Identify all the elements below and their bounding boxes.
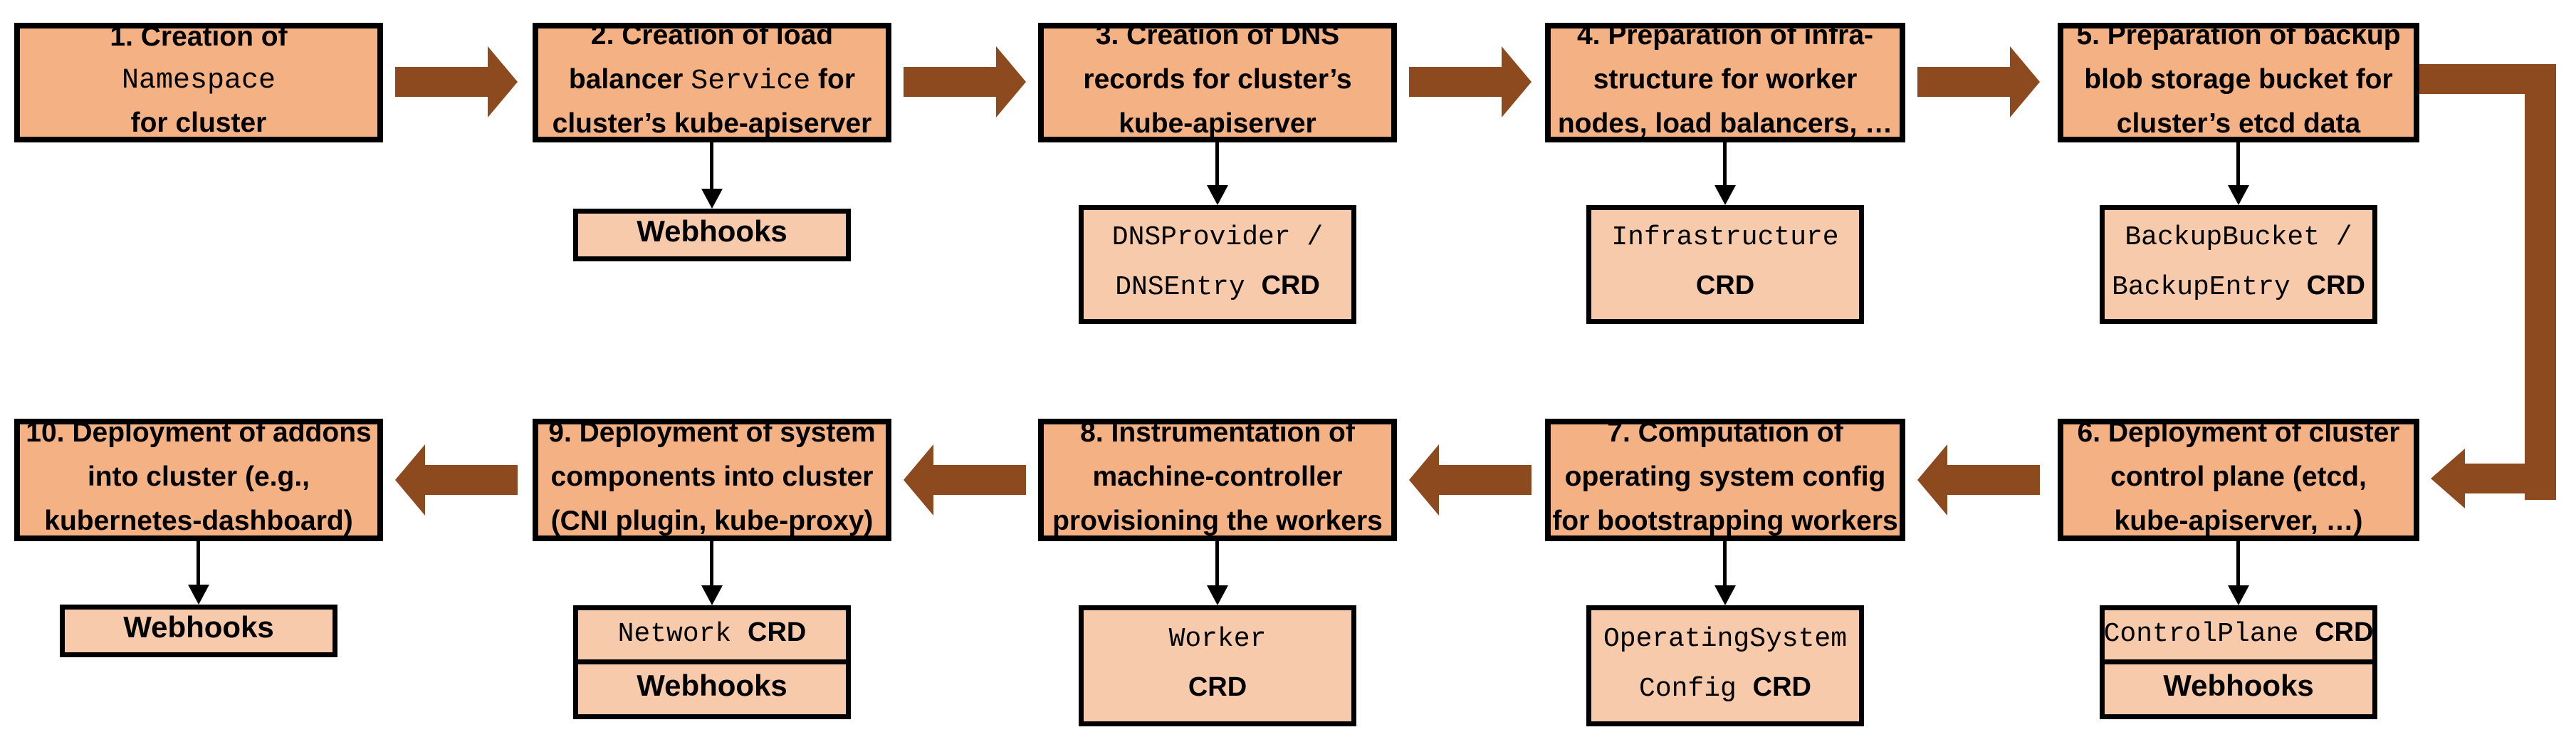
network-crd-label: Network CRD (617, 617, 807, 649)
arrow-head-right-icon (996, 46, 1026, 117)
arrow-head-down-icon (1714, 185, 1736, 205)
connector-line (1215, 142, 1219, 186)
connector-line (1215, 541, 1219, 586)
arrow-shaft (1947, 465, 2040, 495)
connector-line (1723, 541, 1727, 586)
arrow-head-down-icon (1714, 585, 1736, 605)
arrow-head-down-icon (2228, 585, 2249, 605)
backup-crd-label: BackupBucket /BackupEntry CRD (2112, 222, 2365, 303)
arrow-head-down-icon (701, 189, 723, 209)
arrow-head-down-icon (2228, 185, 2249, 205)
dns-crd-label: DNSProvider /DNSEntry CRD (1111, 222, 1324, 303)
flow-arrow-9-10 (395, 444, 518, 516)
dns-crd-box: DNSProvider /DNSEntry CRD (1079, 205, 1356, 324)
webhooks-box-2: Webhooks (573, 209, 851, 261)
flow-arrow-8-9 (904, 444, 1026, 516)
arrow-head-left-icon (904, 444, 933, 516)
network-crd-cell: Network CRD (578, 610, 846, 659)
flow-arrow-4-5 (1917, 46, 2040, 117)
arrow-head-left-icon (2431, 449, 2465, 508)
connector-line (710, 541, 713, 586)
connector-line (197, 541, 200, 585)
arrow-head-down-icon (1207, 585, 1228, 605)
arrow-head-right-icon (2010, 46, 2040, 117)
arrow-head-left-icon (395, 444, 425, 516)
connector-line (2236, 142, 2240, 186)
controlplane-crd-label: ControlPlane CRD (2103, 617, 2374, 649)
arrow-head-left-icon (1917, 444, 1947, 516)
flow-arrow-7-8 (1409, 444, 1532, 516)
backup-crd-box: BackupBucket /BackupEntry CRD (2100, 205, 2377, 324)
network-crd-webhooks-stack: Network CRD Webhooks (573, 605, 851, 719)
arrow-head-right-icon (1502, 46, 1532, 117)
connector-line (2236, 541, 2240, 586)
arrow-shaft (933, 465, 1026, 495)
arrow-head-left-icon (1409, 444, 1439, 516)
flow-arrow-1-2 (395, 46, 518, 117)
flow-arrow-6-7 (1917, 444, 2040, 516)
webhooks-label: Webhooks (123, 610, 274, 644)
elbow-bottom-segment (2465, 464, 2556, 493)
webhooks-box-10: Webhooks (60, 605, 337, 657)
arrow-head-down-icon (1207, 185, 1228, 205)
controlplane-crd-webhooks-stack: ControlPlane CRD Webhooks (2100, 605, 2377, 719)
arrow-head-right-icon (488, 46, 518, 117)
connector-line (1723, 142, 1727, 186)
flow-arrow-2-3 (904, 46, 1026, 117)
arrow-head-down-icon (701, 585, 723, 605)
controlplane-crd-cell: ControlPlane CRD (2103, 610, 2374, 659)
arrow-shaft (1917, 67, 2010, 97)
arrow-shaft (395, 67, 488, 97)
webhooks-label: Webhooks (637, 669, 787, 702)
webhooks-label: Webhooks (637, 214, 787, 248)
arrow-head-down-icon (188, 585, 209, 605)
elbow-vertical-segment (2525, 64, 2556, 500)
webhooks-label: Webhooks (2163, 669, 2314, 702)
step-4-label: 4. Preparation of infra-structure for wo… (1557, 20, 1893, 139)
arrow-shaft (904, 67, 996, 97)
arrow-shaft (1409, 67, 1502, 97)
flow-arrow-3-4 (1409, 46, 1532, 117)
webhooks-cell-9: Webhooks (578, 659, 846, 714)
webhooks-cell-6: Webhooks (2105, 659, 2372, 714)
connector-line (710, 142, 713, 189)
arrow-shaft (425, 465, 518, 495)
arrow-shaft (1439, 465, 1532, 495)
step-4-box: 4. Preparation of infra-structure for wo… (1545, 20, 1905, 142)
